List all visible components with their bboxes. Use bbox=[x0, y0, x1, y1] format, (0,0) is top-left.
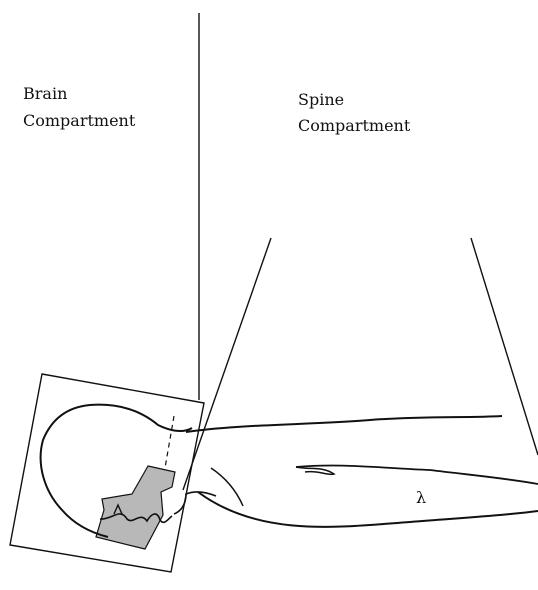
body-upper-contour bbox=[186, 416, 502, 432]
spine-field-left-edge bbox=[183, 238, 271, 490]
hand-contour bbox=[296, 467, 334, 474]
shoulder-contour bbox=[211, 468, 243, 506]
lambda-mark: λ bbox=[416, 488, 426, 507]
body-lower-contour bbox=[198, 492, 538, 527]
neck-outline bbox=[174, 492, 216, 514]
field-match-dashed-line bbox=[165, 416, 174, 468]
brain-label-line-2: Compartment bbox=[23, 111, 136, 130]
brain-label-line-1: Brain bbox=[23, 84, 67, 103]
spine-label-line-2: Compartment bbox=[298, 116, 411, 135]
spine-field-right-edge bbox=[471, 238, 538, 455]
spine-label-line-1: Spine bbox=[298, 90, 344, 109]
